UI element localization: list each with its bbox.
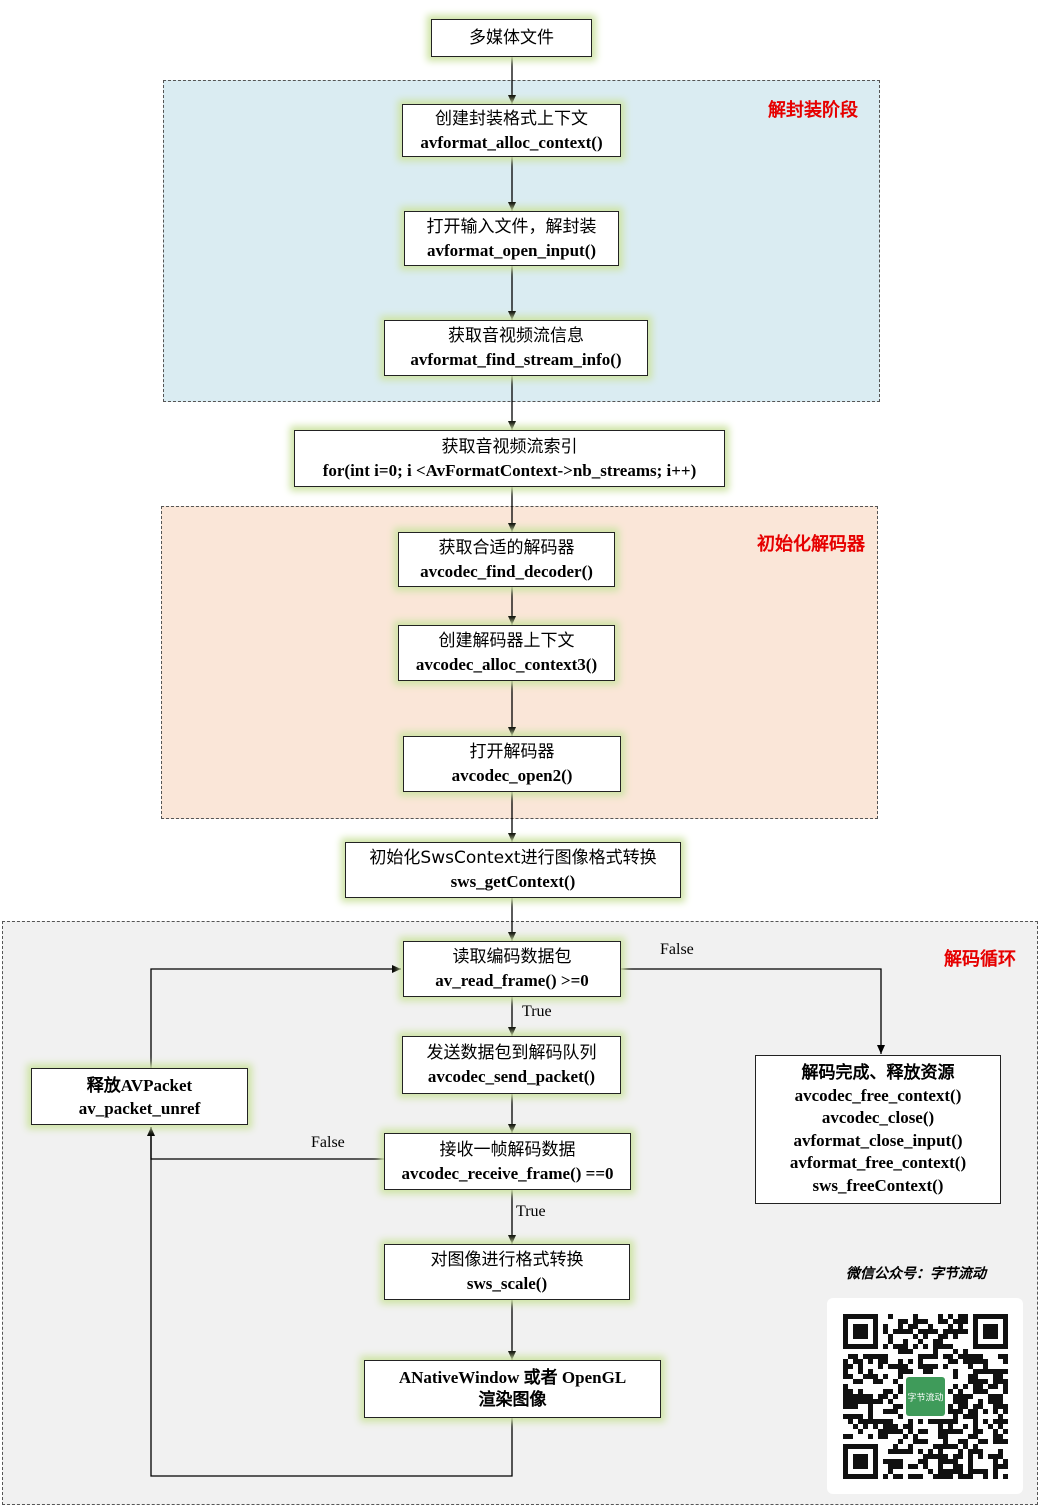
edge-label-read-false: False (660, 941, 694, 958)
node-receive-frame: 接收一帧解码数据 avcodec_receive_frame() ==0 (384, 1133, 631, 1190)
node-sws-scale-text: 对图像进行格式转换 (430, 1250, 584, 1270)
node-open-input: 打开输入文件，解封装 avformat_open_input() (404, 211, 619, 266)
node-sws-scale-code: sws_scale() (466, 1274, 548, 1293)
node-stream-index: 获取音视频流索引 for(int i=0; i <AvFormatContext… (294, 430, 725, 487)
node-open-codec: 打开解码器 avcodec_open2() (403, 736, 621, 792)
node-find-decoder: 获取合适的解码器 avcodec_find_decoder() (398, 532, 615, 587)
node-codec-context: 创建解码器上下文 avcodec_alloc_context3() (398, 625, 615, 681)
node-stream-info-code: avformat_find_stream_info() (410, 350, 622, 369)
node-open-codec-text: 打开解码器 (469, 742, 555, 762)
node-render-subtitle: 渲染图像 (478, 1390, 547, 1410)
node-read-frame: 读取编码数据包 av_read_frame() >=0 (403, 941, 621, 997)
edge-label-read-true: True (522, 1003, 552, 1020)
node-cleanup-line: avcodec_close() (821, 1108, 935, 1127)
node-alloc-context-text: 创建封装格式上下文 (435, 108, 588, 129)
node-sws-context-text: 初始化SwsContext进行图像格式转换 (369, 848, 657, 868)
node-sws-context: 初始化SwsContext进行图像格式转换 sws_getContext() (345, 842, 681, 898)
node-stream-info: 获取音视频流信息 avformat_find_stream_info() (384, 320, 648, 376)
node-release-packet: 释放AVPacket av_packet_unref (31, 1068, 248, 1125)
node-render: ANativeWindow 或者 OpenGL 渲染图像 (364, 1360, 661, 1418)
node-release-packet-code: av_packet_unref (78, 1098, 201, 1118)
node-cleanup-line: sws_freeContext() (812, 1175, 944, 1195)
edge-label-receive-false: False (311, 1134, 345, 1151)
node-open-input-code: avformat_open_input() (426, 240, 597, 260)
node-cleanup-title: 解码完成、释放资源 (801, 1063, 955, 1083)
node-cleanup: 解码完成、释放资源 avcodec_free_context() avcodec… (755, 1055, 1001, 1204)
node-stream-index-text: 获取音视频流索引 (441, 436, 578, 457)
node-sws-scale: 对图像进行格式转换 sws_scale() (384, 1244, 630, 1300)
node-media-file-text: 多媒体文件 (469, 27, 554, 48)
node-codec-context-text: 创建解码器上下文 (438, 631, 575, 651)
node-cleanup-line: avformat_close_input() (793, 1130, 963, 1150)
node-find-decoder-code: avcodec_find_decoder() (420, 561, 593, 581)
node-read-frame-code: av_read_frame() >=0 (435, 971, 589, 990)
node-open-input-text: 打开输入文件，解封装 (426, 216, 597, 237)
node-alloc-context: 创建封装格式上下文 avformat_alloc_context() (402, 104, 621, 157)
node-sws-context-code: sws_getContext() (450, 872, 576, 891)
qr-code-pattern: 字节流动 (843, 1314, 1008, 1479)
node-send-packet: 发送数据包到解码队列 avcodec_send_packet() (402, 1036, 621, 1094)
edge-release-to-read (150, 965, 401, 1068)
node-read-frame-text: 读取编码数据包 (452, 947, 572, 967)
node-receive-frame-code: avcodec_receive_frame() ==0 (401, 1163, 614, 1183)
node-codec-context-code: avcodec_alloc_context3() (415, 655, 598, 674)
node-open-codec-code: avcodec_open2() (451, 766, 573, 785)
node-alloc-context-code: avformat_alloc_context() (420, 132, 603, 152)
edge-read-false-to-cleanup (621, 968, 885, 1054)
region-demux-label: 解封装阶段 (768, 100, 858, 121)
node-send-packet-text: 发送数据包到解码队列 (426, 1043, 597, 1063)
wechat-caption: 微信公众号：字节流动 (846, 1266, 986, 1282)
region-decode-loop-label: 解码循环 (944, 949, 1016, 970)
node-send-packet-code: avcodec_send_packet() (427, 1067, 596, 1086)
node-release-packet-title: 释放AVPacket (86, 1075, 193, 1095)
node-stream-index-code: for(int i=0; i <AvFormatContext->nb_stre… (322, 460, 697, 480)
node-stream-info-text: 获取音视频流信息 (448, 326, 584, 346)
edge-label-receive-true: True (516, 1203, 546, 1220)
qr-center-logo-text: 字节流动 (907, 1392, 943, 1404)
node-render-title: ANativeWindow 或者 OpenGL (398, 1368, 627, 1387)
node-media-file: 多媒体文件 (431, 19, 592, 57)
node-receive-frame-text: 接收一帧解码数据 (439, 1139, 576, 1160)
edge-render-back (150, 1127, 513, 1477)
node-find-decoder-text: 获取合适的解码器 (438, 537, 575, 558)
region-decoder-init-label: 初始化解码器 (757, 534, 865, 555)
node-cleanup-line: avformat_free_context() (789, 1153, 967, 1172)
qr-code: 字节流动 (827, 1298, 1023, 1494)
node-cleanup-line: avcodec_free_context() (794, 1085, 962, 1105)
edge-receive-false-to-loopback (147, 1127, 384, 1160)
